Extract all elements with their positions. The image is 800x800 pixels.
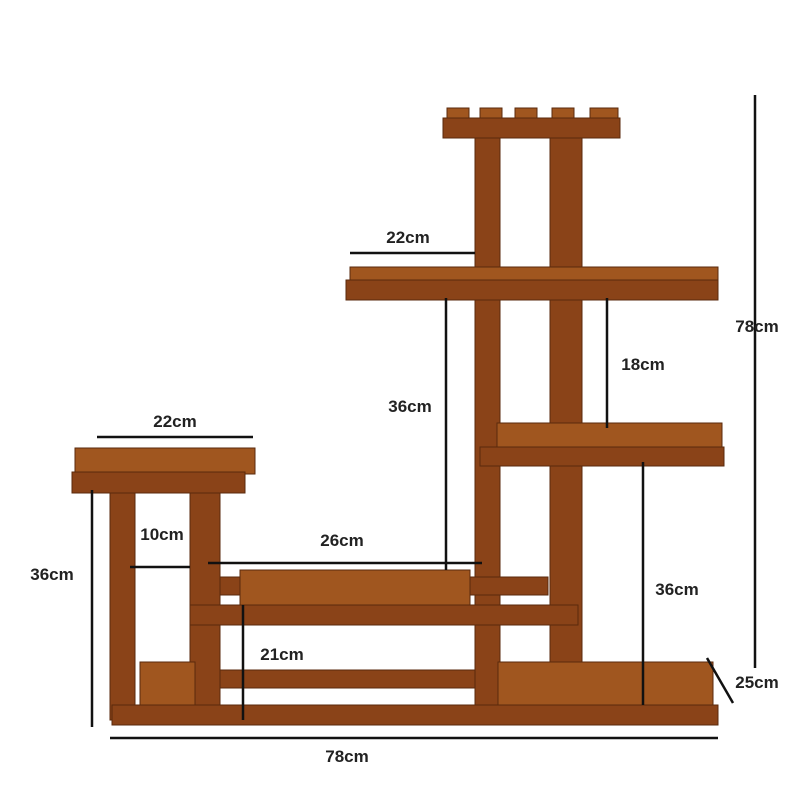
top-cap [442,107,621,139]
label-total-height: 78cm [735,317,779,336]
label-left-shelf-depth: 22cm [153,412,197,431]
shelf-2 [345,266,719,301]
dimension-lines [90,95,757,740]
label-upper-gap: 18cm [621,355,665,374]
label-left-height: 36cm [30,565,74,584]
label-middle-height: 36cm [388,397,432,416]
label-top-shelf-depth: 22cm [386,228,430,247]
bottom-shelf [111,661,719,726]
label-right-lower-height: 36cm [655,580,699,599]
shelf-3 [479,422,725,467]
label-left-gap: 10cm [140,525,184,544]
left-top-shelf [71,447,256,494]
label-middle-shelf-width: 26cm [320,531,364,550]
label-total-width: 78cm [325,747,369,766]
middle-shelf [189,569,579,626]
label-depth: 25cm [735,673,779,692]
label-lower-gap: 21cm [260,645,304,664]
